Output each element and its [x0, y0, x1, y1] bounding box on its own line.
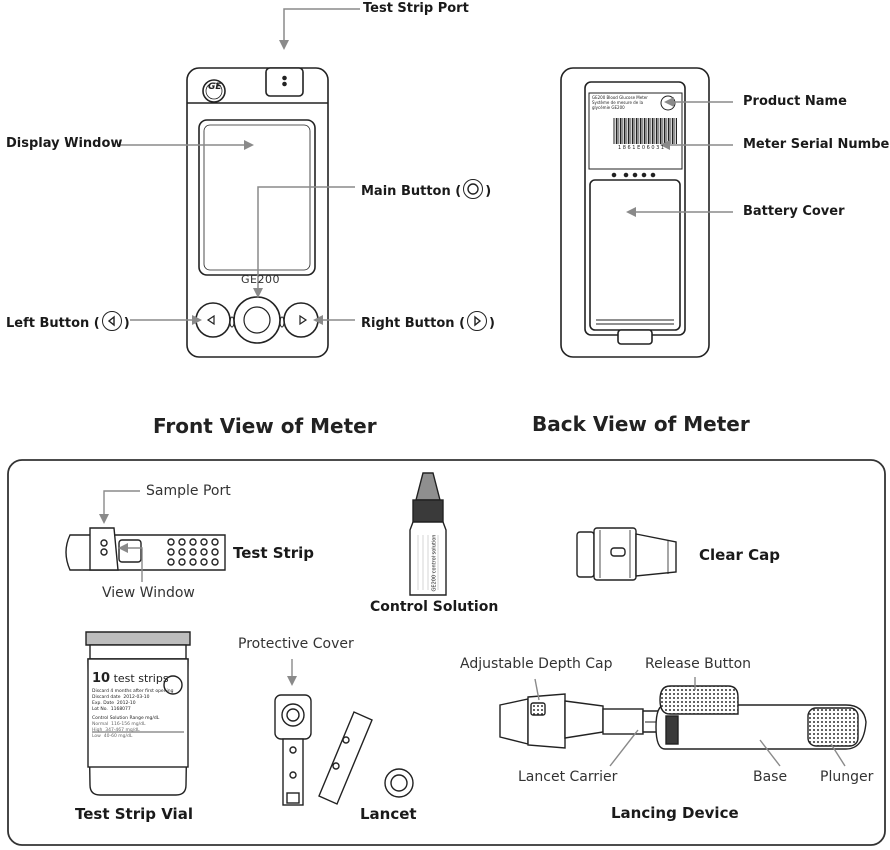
main-button-arrow [253, 186, 355, 298]
test-strip-name: Test Strip [233, 544, 314, 562]
control-solution-name: Control Solution [370, 599, 499, 615]
clear-cap-drawing [576, 527, 677, 581]
battery-cover-label: Battery Cover [743, 204, 845, 219]
kit-panel-border [7, 459, 886, 846]
serial-number-label: Meter Serial Number [743, 137, 890, 152]
lancet-drawing [274, 694, 414, 806]
product-name-label: Product Name [743, 94, 847, 109]
vial-label: 10 test strips Discard 4 months after fi… [92, 671, 174, 739]
front-view-title: Front View of Meter [153, 414, 377, 438]
display-window-label: Display Window [6, 136, 123, 151]
test-strip-drawing [65, 527, 226, 571]
barcode [613, 118, 677, 144]
lancing-device-drawing [499, 685, 867, 750]
vial-drawing [85, 631, 191, 796]
left-button-label: Left Button () [6, 311, 130, 332]
main-button-label: Main Button () [361, 179, 491, 200]
lancet-carrier-leader [609, 729, 639, 767]
main-button-icon [463, 179, 484, 199]
sticker-serial: 1 8 6 1 E 0 6 0 3 1 [618, 145, 665, 151]
right-button-label: Right Button () [361, 311, 495, 332]
bottle-label-text: GE200 control solution [431, 534, 438, 592]
back-view-title: Back View of Meter [532, 412, 750, 436]
battery-tab [617, 329, 653, 345]
right-arrow-icon [467, 311, 488, 331]
depth-cap-label: Adjustable Depth Cap [460, 656, 613, 672]
protective-cover-label: Protective Cover [238, 636, 354, 652]
sticker-text: GE200 Blood Glucose Meter Système de mes… [592, 95, 648, 110]
vial-name: Test Strip Vial [75, 805, 193, 823]
test-strip-port-label: Test Strip Port [363, 1, 469, 16]
view-window-label: View Window [102, 585, 195, 601]
sticker-logo [660, 95, 676, 111]
test-strip-port-arrow [279, 8, 360, 50]
sample-port-arrow [99, 490, 140, 524]
back-meter [560, 67, 710, 358]
release-button-label: Release Button [645, 656, 752, 672]
clear-cap-name: Clear Cap [699, 546, 780, 564]
left-arrow-icon [101, 311, 122, 331]
lancet-name: Lancet [360, 805, 417, 823]
model-label: GE200 [241, 273, 280, 286]
control-solution-bottle [409, 472, 447, 596]
ge-logo-text: GE [208, 82, 222, 92]
plunger-leader [830, 743, 846, 767]
base-label: Base [753, 769, 788, 785]
view-window-arrow [118, 543, 143, 582]
depth-cap-leader [534, 678, 540, 701]
display-window [198, 119, 316, 276]
sample-port-label: Sample Port [146, 483, 231, 499]
lancet-carrier-label: Lancet Carrier [518, 769, 618, 785]
lancing-device-name: Lancing Device [611, 804, 739, 822]
plunger-label: Plunger [820, 769, 874, 785]
ge-logo [202, 79, 226, 103]
base-leader [759, 739, 781, 767]
